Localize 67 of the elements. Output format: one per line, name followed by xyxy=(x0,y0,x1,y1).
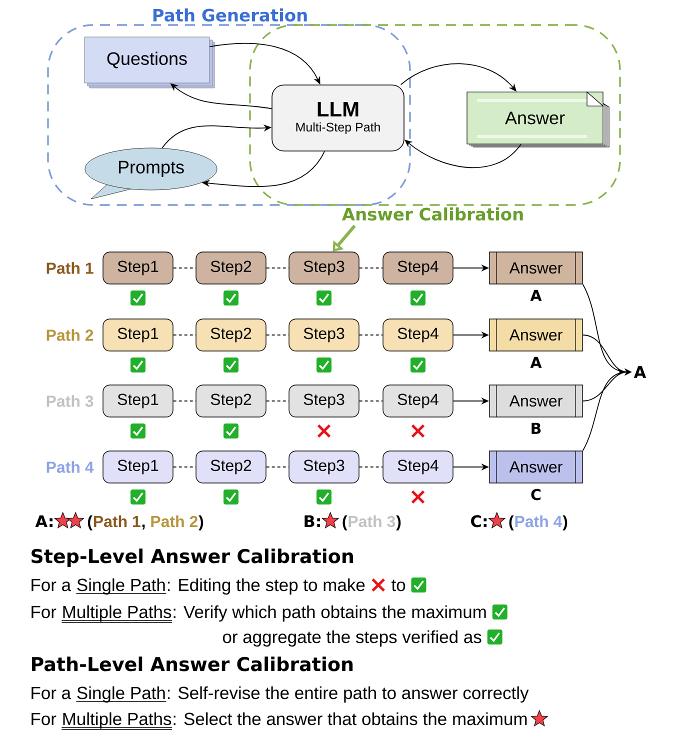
sentence-text: For a xyxy=(32,578,72,592)
sentence-text: Single Path xyxy=(76,686,166,703)
connector-line xyxy=(358,334,384,336)
step-box: Step1 xyxy=(102,318,174,352)
summary-text: C: xyxy=(471,515,487,528)
document-stack: Questions xyxy=(84,36,215,88)
sentence-text: Single Path xyxy=(76,578,166,595)
step-box: Step3 xyxy=(288,384,360,418)
summary-text: ( xyxy=(88,515,92,530)
sentence-text: or aggregate the steps verified as xyxy=(222,630,482,647)
summary-text: ) xyxy=(198,515,204,530)
row-label: Path 4 xyxy=(46,461,94,473)
sentence-text: : Select the answer that obtains the maximum xyxy=(174,712,527,726)
step-box: Step1 xyxy=(102,252,174,284)
summary-text: ) xyxy=(396,515,401,530)
sentence-text: For xyxy=(32,606,56,618)
step-box: Step4 xyxy=(382,318,454,352)
sentence-text: to xyxy=(392,580,406,592)
connector-line xyxy=(358,466,384,468)
row-label: Path 3 xyxy=(46,395,94,407)
row-label: Path 1 xyxy=(46,262,94,274)
step-box: Step4 xyxy=(382,384,454,418)
summary-text: , xyxy=(142,524,145,530)
step-box: Step3 xyxy=(288,252,360,284)
result-letter: A xyxy=(634,366,646,378)
answer-box: Answer xyxy=(489,318,583,352)
sentence-text: Multiple Paths xyxy=(61,605,172,623)
summary-text: Path 3 xyxy=(348,515,396,528)
speech-bubble: Prompts xyxy=(84,148,218,200)
summary-text: Path 2 xyxy=(151,515,198,528)
sentence-text: Multiple Paths xyxy=(61,712,172,730)
step-box: Step2 xyxy=(196,252,266,284)
heading: Step-Level Answer Calibration xyxy=(32,548,353,567)
summary-text: ( xyxy=(509,515,514,530)
step-box: Step3 xyxy=(288,318,360,352)
step-box: Step4 xyxy=(382,450,454,484)
answer-letter: C xyxy=(531,488,541,500)
process-box: LLM Multi-Step Path xyxy=(272,84,404,152)
node-label: Path Generation xyxy=(153,8,307,22)
sentence-text: : Verify which path obtains the maximum xyxy=(174,605,486,622)
connector-line xyxy=(358,400,384,402)
step-box: Step1 xyxy=(102,450,174,484)
sentence-text: : Editing the step to make xyxy=(168,578,365,595)
answer-letter: A xyxy=(530,356,542,368)
summary-text: B: xyxy=(304,515,320,527)
node-label: Answer Calibration xyxy=(342,207,523,221)
step-box: Step2 xyxy=(196,450,266,484)
step-box: Step3 xyxy=(288,450,360,484)
answer-box: Answer xyxy=(489,252,583,284)
sentence-text: For xyxy=(32,712,56,726)
step-box: Step2 xyxy=(196,384,266,418)
answer-box: Answer xyxy=(489,450,583,484)
sentence-text: : Self-revise the entire path to answer correctly xyxy=(168,686,529,703)
summary-text: Path 4 xyxy=(515,515,562,528)
row-label: Path 2 xyxy=(46,329,94,341)
answer-letter: A xyxy=(530,290,542,301)
summary-text: Path 1 xyxy=(94,515,140,528)
step-box: Step1 xyxy=(102,384,174,418)
summary-text: ) xyxy=(562,515,568,530)
summary-text: ( xyxy=(342,515,348,530)
step-box: Step4 xyxy=(382,252,454,284)
sentence-text: For a xyxy=(32,686,72,700)
answer-letter: B xyxy=(532,422,541,434)
summary-text: A: xyxy=(35,515,52,527)
answer-box: Answer xyxy=(489,384,583,418)
step-box: Step2 xyxy=(196,318,266,352)
heading: Path-Level Answer Calibration xyxy=(32,656,353,672)
